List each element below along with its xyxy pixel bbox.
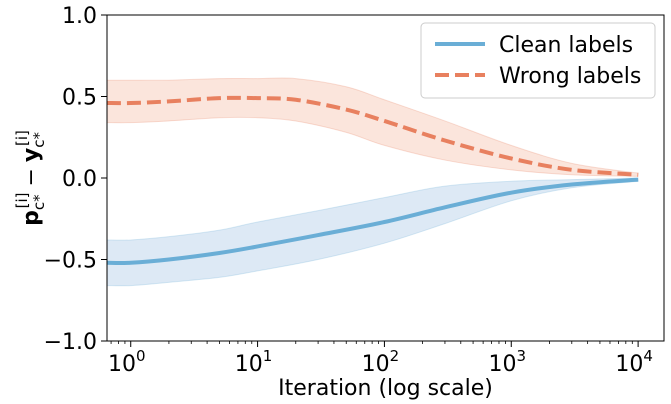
- series-line-wrong-labels: [107, 95, 639, 177]
- y-label-y: y: [19, 148, 44, 162]
- y-label-minus: −: [19, 168, 44, 186]
- y-tick-label: 1.0: [62, 4, 97, 29]
- x-tick-label: 103: [488, 347, 526, 377]
- y-label-p-sup: [i]: [13, 193, 31, 209]
- x-tick-label: 104: [615, 347, 653, 377]
- svg-text:pc*[i]−yc*[i]: pc*[i]−yc*[i]: [13, 130, 48, 226]
- band-clean-labels: [107, 177, 639, 287]
- series-line-clean-labels: [107, 177, 639, 265]
- y-tick-label: −0.5: [44, 249, 97, 274]
- legend-label-clean-labels: Clean labels: [499, 33, 633, 58]
- y-label-p-sub: c*: [30, 194, 48, 210]
- y-tick-label: 0.5: [62, 86, 97, 111]
- y-axis-label: pc*[i]−yc*[i]: [13, 130, 48, 226]
- y-label-p: p: [19, 210, 44, 226]
- x-tick-label: 100: [108, 347, 146, 377]
- series-lines: [107, 95, 639, 265]
- legend: Clean labels Wrong labels: [420, 22, 656, 99]
- y-tick-label: 0.0: [62, 167, 97, 192]
- x-tick-label: 101: [235, 347, 273, 377]
- confidence-bands: [107, 77, 639, 287]
- y-label-y-sup: [i]: [13, 130, 31, 146]
- legend-box: [420, 22, 656, 99]
- x-axis-label: Iteration (log scale): [278, 376, 493, 401]
- y-tick-label: −1.0: [44, 330, 97, 355]
- x-axis: 100 101 102 103 104: [108, 341, 653, 377]
- legend-label-wrong-labels: Wrong labels: [499, 64, 641, 89]
- y-axis: 1.0 0.5 0.0 −0.5 −1.0: [44, 4, 107, 355]
- x-tick-label: 102: [362, 347, 400, 377]
- y-label-y-sub: c*: [30, 131, 48, 147]
